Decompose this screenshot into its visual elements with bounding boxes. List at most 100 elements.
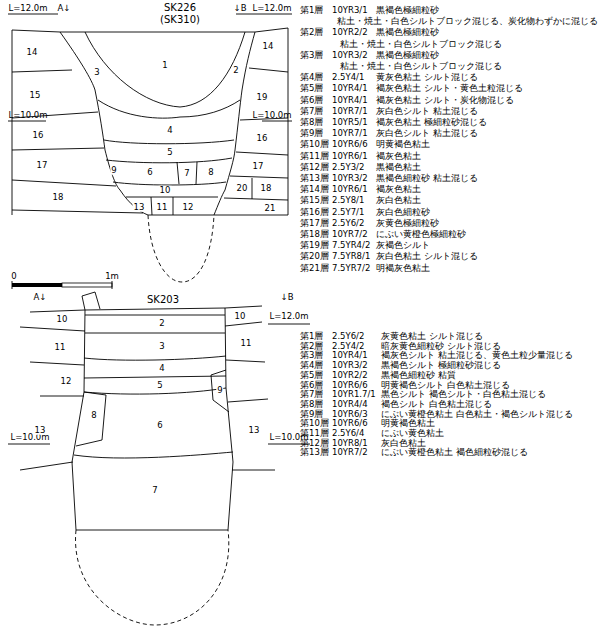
layer-no: 第21層 bbox=[300, 264, 329, 273]
layer-note: 明黄褐色シルト 白色粘土混じる bbox=[381, 381, 510, 390]
munsell-code: 10YR7/2 bbox=[332, 230, 368, 239]
section-line bbox=[20, 327, 85, 470]
layer-number: 10 bbox=[234, 312, 247, 321]
section-line bbox=[85, 32, 245, 107]
layer-number: 10 bbox=[159, 186, 172, 195]
layer-note: にぶい黄橙色粘土 褐色細粒砂混じる bbox=[381, 448, 528, 457]
layer-no: 第11層 bbox=[300, 429, 329, 438]
layer-note: 灰白色シルト 粘土混じる bbox=[376, 107, 478, 116]
scale-bar bbox=[12, 281, 112, 289]
layer-no: 第8層 bbox=[300, 118, 323, 127]
layer-note: 褐灰色粘土 bbox=[376, 152, 421, 161]
section-line bbox=[30, 306, 262, 312]
section-label: L=12.0m bbox=[269, 312, 308, 321]
layer-note: 灰白色粘土 bbox=[376, 196, 421, 205]
layer-number: 7 bbox=[151, 486, 158, 495]
section-label: L=12.0m bbox=[8, 4, 47, 13]
layer-note: 明褐灰色粘土 bbox=[376, 264, 430, 273]
section-line bbox=[12, 28, 288, 32]
layer-no: 第3層 bbox=[300, 351, 323, 360]
layer-note: にぶい黄橙色粘土 白色粘土・褐色シルト混じる bbox=[381, 410, 573, 419]
section-line bbox=[177, 162, 197, 184]
munsell-code: 10YR2/2 bbox=[332, 28, 368, 37]
munsell-code: 2.5Y6/2 bbox=[332, 332, 364, 341]
layer-number: 4 bbox=[166, 126, 173, 135]
munsell-code: 10YR3/1 bbox=[332, 6, 368, 15]
layer-number: 13 bbox=[133, 203, 146, 212]
section-line bbox=[113, 182, 226, 185]
layer-note: 灰白色細粒砂 bbox=[376, 208, 430, 217]
section-line bbox=[126, 197, 218, 215]
layer-note: 灰白色シルト 粘土混じる bbox=[376, 129, 478, 138]
section-line bbox=[74, 452, 233, 458]
layer-note: 灰白色粘土 bbox=[381, 439, 426, 448]
layer-note: 黒褐色細粒砂 粘土混じる bbox=[376, 174, 478, 183]
munsell-code: 10YR4/1 bbox=[332, 96, 368, 105]
section-line bbox=[82, 292, 100, 310]
layer-number: 3 bbox=[158, 342, 165, 351]
layer-no: 第6層 bbox=[300, 96, 323, 105]
layer-no: 第15層 bbox=[300, 196, 329, 205]
section-label: A↓ bbox=[34, 293, 47, 302]
section-line bbox=[148, 215, 214, 282]
section-label: L=10.0m bbox=[8, 111, 47, 120]
section-line bbox=[85, 333, 225, 334]
munsell-code: 10YR3/2 bbox=[332, 51, 368, 60]
layer-note: にぶい黄色粘土 bbox=[381, 429, 444, 438]
layer-number: 3 bbox=[93, 68, 100, 77]
munsell-code: 10YR7/1 bbox=[332, 107, 368, 116]
layer-no: 第17層 bbox=[300, 219, 329, 228]
section-label: L=12.0m bbox=[252, 4, 291, 13]
section-line bbox=[214, 68, 288, 215]
layer-no: 第9層 bbox=[300, 129, 323, 138]
layer-note: 褐灰色粘土 bbox=[376, 185, 421, 194]
munsell-code: 10YR5/1 bbox=[332, 118, 368, 127]
layer-no: 第7層 bbox=[300, 107, 323, 116]
layer-no: 第6層 bbox=[300, 381, 323, 390]
munsell-code: 10YR7/1 bbox=[332, 129, 368, 138]
section-line bbox=[98, 100, 240, 118]
munsell-code: 2.5Y4/1 bbox=[332, 73, 364, 82]
section-line bbox=[84, 376, 226, 378]
munsell-code: 2.5Y6/4 bbox=[332, 429, 364, 438]
layer-number: 14 bbox=[26, 48, 39, 57]
layer-no: 第10層 bbox=[300, 419, 329, 428]
munsell-code: 10YR6/6 bbox=[332, 140, 368, 149]
layer-number: 9 bbox=[110, 166, 117, 175]
layer-number: 17 bbox=[36, 161, 49, 170]
layer-number: 8 bbox=[90, 411, 97, 420]
section-label: 1m bbox=[105, 272, 119, 281]
munsell-code: 10YR8/1 bbox=[332, 439, 368, 448]
layer-no: 第8層 bbox=[300, 400, 323, 409]
section-line bbox=[72, 308, 233, 530]
layer-no: 第1層 bbox=[300, 6, 323, 15]
layer-no: 第4層 bbox=[300, 73, 323, 82]
munsell-code: 10YR3/2 bbox=[332, 174, 368, 183]
section-line bbox=[12, 28, 288, 215]
munsell-code: 10YR2/2 bbox=[332, 371, 368, 380]
layer-no: 第16層 bbox=[300, 208, 329, 217]
layer-note: 黄灰色粘土 シルト混じる bbox=[376, 73, 478, 82]
section-label: 0 bbox=[11, 272, 16, 281]
section-label: A↓ bbox=[58, 4, 71, 13]
layer-no: 第5層 bbox=[300, 84, 323, 93]
layer-no: 第12層 bbox=[300, 439, 329, 448]
layer-note: 黒褐色細粒砂 粘質 bbox=[381, 371, 456, 380]
layer-number: 13 bbox=[248, 426, 261, 435]
layer-no: 第11層 bbox=[300, 152, 329, 161]
layer-number: 12 bbox=[182, 203, 195, 212]
layer-note: 黒褐色粘土 bbox=[376, 163, 421, 172]
layer-number: 17 bbox=[252, 162, 265, 171]
layer-no: 第18層 bbox=[300, 230, 329, 239]
layer-note: にぶい黄橙色極細粒砂 bbox=[376, 230, 466, 239]
layer-no: 第10層 bbox=[300, 140, 329, 149]
layer-note: 褐灰色シルト 粘土混じる、黄色土粒少量混じる bbox=[381, 351, 573, 360]
section-line bbox=[76, 530, 228, 531]
layer-note: 黒褐色極細粒砂 bbox=[376, 28, 439, 37]
layer-no: 第3層 bbox=[300, 51, 323, 60]
munsell-code: 10YR4/1 bbox=[332, 84, 368, 93]
layer-note: 灰褐色シルト bbox=[376, 241, 430, 250]
section-line bbox=[106, 158, 232, 163]
layer-no: 第2層 bbox=[300, 28, 323, 37]
layer-number: 15 bbox=[29, 91, 42, 100]
